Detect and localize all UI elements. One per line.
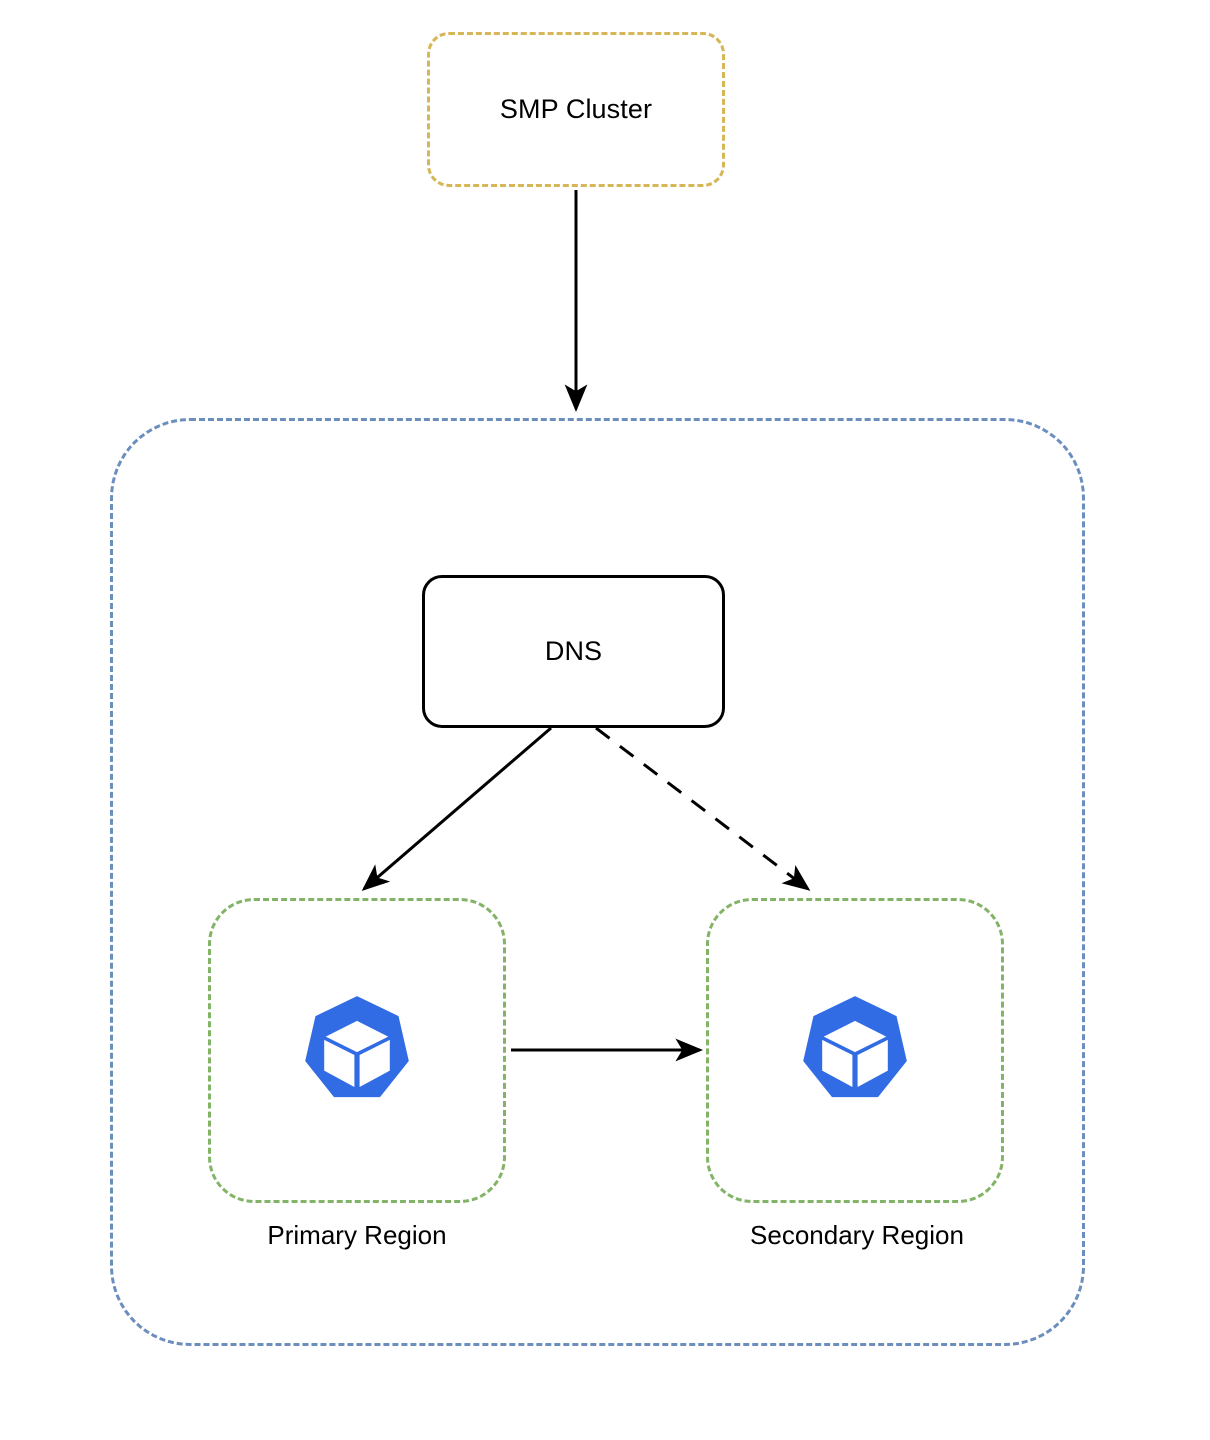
dns-node[interactable]: DNS: [422, 575, 725, 728]
secondary-region-box[interactable]: [706, 898, 1004, 1203]
primary-region-box[interactable]: [208, 898, 506, 1203]
dns-label: DNS: [544, 636, 603, 667]
kubernetes-icon: [803, 995, 907, 1097]
primary-region-caption: Primary Region: [267, 1220, 447, 1250]
kubernetes-icon: [305, 995, 409, 1097]
secondary-region-caption: Secondary Region: [750, 1220, 964, 1250]
smp-cluster-label: SMP Cluster: [499, 94, 653, 125]
smp-cluster-node[interactable]: SMP Cluster: [427, 32, 725, 187]
platform-container[interactable]: [110, 418, 1085, 1346]
